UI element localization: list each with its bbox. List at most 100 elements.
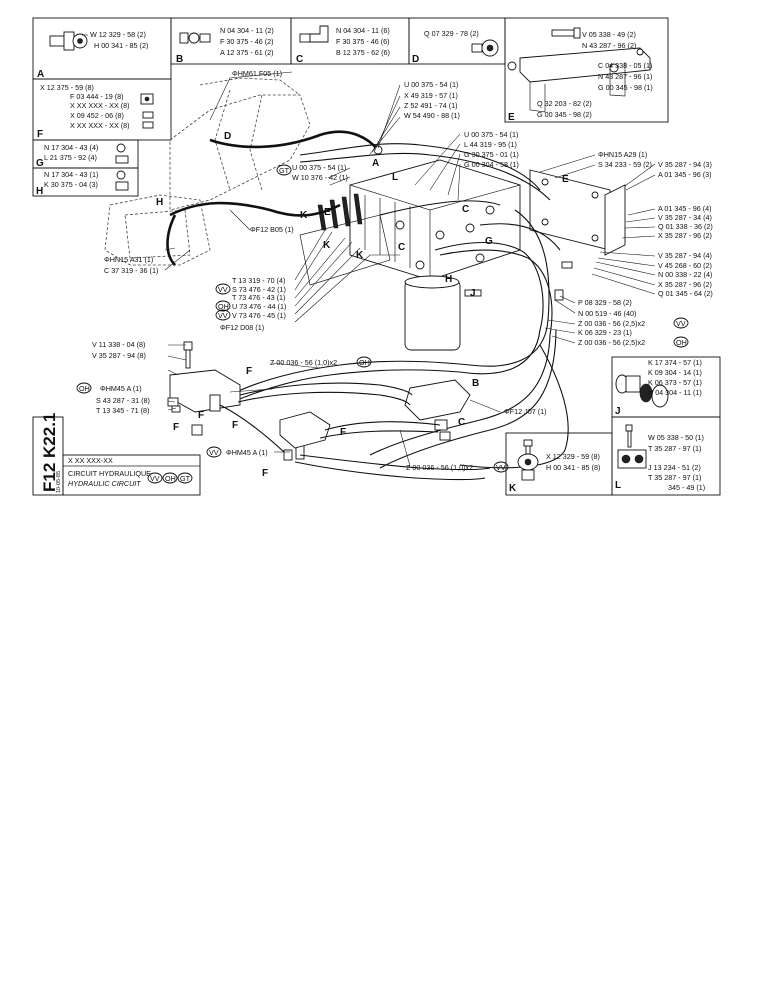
variant-code: VV bbox=[209, 448, 219, 457]
hose-clamp-icon bbox=[617, 424, 647, 469]
callouts-upper-mid: U 00 375 - 54 (1) L 44 319 - 95 (1) G 30… bbox=[464, 130, 519, 169]
valve-c-label: C 37 319 - 36 (1) bbox=[104, 266, 158, 275]
callout-text: Q 01 338 - 36 (2) bbox=[658, 222, 713, 231]
variant-code: OH bbox=[359, 358, 370, 367]
inset-b-letter: B bbox=[176, 54, 183, 65]
callouts-lower-left: T 13 319 - 70 (4) S 73 476 - 42 (1) T 73… bbox=[215, 276, 286, 332]
inset-l-part-4: T 35 287 - 97 (1) bbox=[648, 473, 701, 482]
control-levers bbox=[299, 193, 391, 286]
inset-a: W 12 329 - 58 (2) H 00 341 - 85 (2) A bbox=[32, 17, 172, 80]
callout-text: V 11 338 - 04 (8) bbox=[92, 340, 145, 349]
inset-f-part-5: X XX XXX - XX (8) bbox=[70, 121, 130, 130]
callout-text: Z 52 491 - 74 (1) bbox=[404, 101, 458, 110]
variant-code: VV bbox=[150, 474, 160, 483]
variant-marker-oh: OH bbox=[215, 300, 231, 312]
callout-e: E bbox=[324, 207, 331, 218]
callout-text: ΦHM45 A (1) bbox=[100, 384, 142, 393]
callout-text: K 06 329 - 23 (1) bbox=[578, 328, 632, 337]
inset-d-part-1: Q 07 329 - 78 (2) bbox=[424, 29, 479, 38]
inset-b-part-3: A 12 375 - 61 (2) bbox=[220, 48, 274, 57]
callout-text: Z 00 036 - 56 (1,0)x2 bbox=[406, 463, 473, 472]
fitting-cluster bbox=[373, 145, 573, 301]
inset-e-part-5: G 00 345 - 98 (1) bbox=[598, 83, 653, 92]
callout-text: U 73 476 - 44 (1) bbox=[232, 302, 286, 311]
quick-coupler-icon bbox=[615, 374, 669, 408]
inset-j-part-1: K 17 374 - 57 (1) bbox=[648, 358, 702, 367]
inset-f-part-3: X XX XXX - XX (8) bbox=[70, 101, 130, 110]
variant-marker-gt: GT bbox=[276, 164, 292, 176]
inset-a-part-2: H 00 341 - 85 (2) bbox=[94, 41, 148, 50]
callout-k2: K bbox=[323, 240, 331, 251]
variant-marker-oh: OH bbox=[162, 472, 178, 484]
callout-text: V 45 268 - 60 (2) bbox=[658, 261, 712, 270]
callout-text: V 35 287 - 34 (4) bbox=[658, 213, 712, 222]
callout-h2: H bbox=[445, 274, 452, 285]
callout-text: Q 01 345 - 64 (2) bbox=[658, 289, 713, 298]
inset-l-letter: L bbox=[615, 480, 621, 491]
callout-text: A 01 345 - 96 (4) bbox=[658, 204, 712, 213]
inset-c: N 04 304 - 11 (6) F 30 375 - 46 (6) B 12… bbox=[290, 17, 410, 65]
callouts-right-side: V 35 287 - 94 (3) A 01 345 - 96 (3) A 01… bbox=[658, 160, 713, 298]
hose-hm61-label: ΦHM61 F05 (1) bbox=[232, 69, 282, 78]
variant-code: VV bbox=[218, 311, 228, 320]
callout-l: L bbox=[392, 172, 398, 183]
variant-code: OH bbox=[79, 384, 90, 393]
callout-text: X 35 287 - 96 (2) bbox=[658, 280, 712, 289]
inset-e-part-1: V 05 338 - 49 (2) bbox=[582, 30, 636, 39]
callout-text: ΦF12 J07 (1) bbox=[504, 407, 547, 416]
inset-b-part-2: F 30 375 - 46 (2) bbox=[220, 37, 274, 46]
callout-text: S 34 233 - 59 (2) bbox=[598, 160, 652, 169]
variant-code: VV bbox=[218, 285, 228, 294]
sheet-reference: F12 K22.1 bbox=[40, 413, 59, 492]
inset-h-part-2: K 30 375 - 04 (3) bbox=[44, 180, 98, 189]
inset-c-letter: C bbox=[296, 54, 303, 65]
swivel-fitting-icon bbox=[517, 439, 539, 481]
callout-text: Z 00 036 - 56 (1,0)x2 bbox=[270, 358, 337, 367]
callout-text: U 00 375 - 54 (1) bbox=[292, 163, 346, 172]
flange-fitting-icon bbox=[471, 39, 499, 57]
callout-text: X 49 319 - 57 (1) bbox=[404, 91, 458, 100]
callout-text: L 44 319 - 95 (1) bbox=[464, 140, 517, 149]
callout-g2: G bbox=[485, 236, 493, 247]
inset-d-letter: D bbox=[412, 54, 419, 65]
callout-text: V 35 287 - 94 (3) bbox=[658, 160, 712, 169]
inset-d: Q 07 329 - 78 (2) D bbox=[408, 17, 506, 65]
inset-a-part-1: W 12 329 - 58 (2) bbox=[90, 30, 146, 39]
variant-marker-oh: OH bbox=[76, 382, 92, 394]
inset-e-letter: E bbox=[508, 112, 515, 123]
callout-text: ΦF12 D08 (1) bbox=[220, 323, 264, 332]
bolt-icon bbox=[551, 27, 581, 39]
lower-subassembly: F F F F F F B C bbox=[167, 341, 501, 481]
inset-h-letter: H bbox=[36, 186, 43, 197]
variant-marker-vv: VV bbox=[215, 283, 231, 295]
inset-e-part-7: G 00 345 - 98 (2) bbox=[537, 110, 592, 119]
callout-f2: F bbox=[198, 410, 204, 421]
inset-e-part-3: C 04 338 - 05 (1) bbox=[598, 61, 652, 70]
inset-g: N 17 304 - 43 (4) L 21 375 - 92 (4) G bbox=[32, 139, 139, 169]
inset-c-part-3: B 12 375 - 62 (6) bbox=[336, 48, 390, 57]
callout-text: V 35 287 - 94 (8) bbox=[92, 351, 146, 360]
variant-marker-vv: VV bbox=[493, 461, 509, 473]
callout-c2: C bbox=[458, 417, 465, 428]
inset-f-letter: F bbox=[37, 129, 43, 140]
callouts-right-top: ΦHN15 A29 (1) S 34 233 - 59 (2) bbox=[598, 150, 652, 169]
callout-c: C bbox=[462, 204, 469, 215]
callout-h: H bbox=[156, 197, 163, 208]
title-english: HYDRAULIC CIRCUIT bbox=[68, 479, 141, 488]
callout-f: F bbox=[246, 366, 252, 377]
callout-text: N 00 338 - 22 (4) bbox=[658, 270, 712, 279]
inset-b: N 04 304 - 11 (2) F 30 375 - 46 (2) A 12… bbox=[170, 17, 292, 65]
callout-e2: E bbox=[562, 174, 569, 185]
plug-icon bbox=[115, 181, 129, 191]
variant-code: OH bbox=[165, 474, 176, 483]
callout-f3: F bbox=[173, 422, 179, 433]
o-ring-icon bbox=[116, 143, 126, 153]
callout-text: Z 00 036 - 56 (2,5)x2 bbox=[578, 338, 645, 347]
callout-text: G 00 304 - 58 (1) bbox=[464, 160, 519, 169]
callout-text: U 00 375 - 54 (1) bbox=[464, 130, 518, 139]
inset-e-part-4: N 43 287 - 96 (1) bbox=[598, 72, 652, 81]
inset-e-part-6: Q 32 203 - 82 (2) bbox=[537, 99, 592, 108]
variant-marker-vv: VV bbox=[673, 317, 689, 329]
inset-f-part-1: X 12 375 - 59 (8) bbox=[40, 83, 94, 92]
inset-j: K 17 374 - 57 (1) K 09 304 - 14 (1) K 06… bbox=[611, 356, 721, 418]
